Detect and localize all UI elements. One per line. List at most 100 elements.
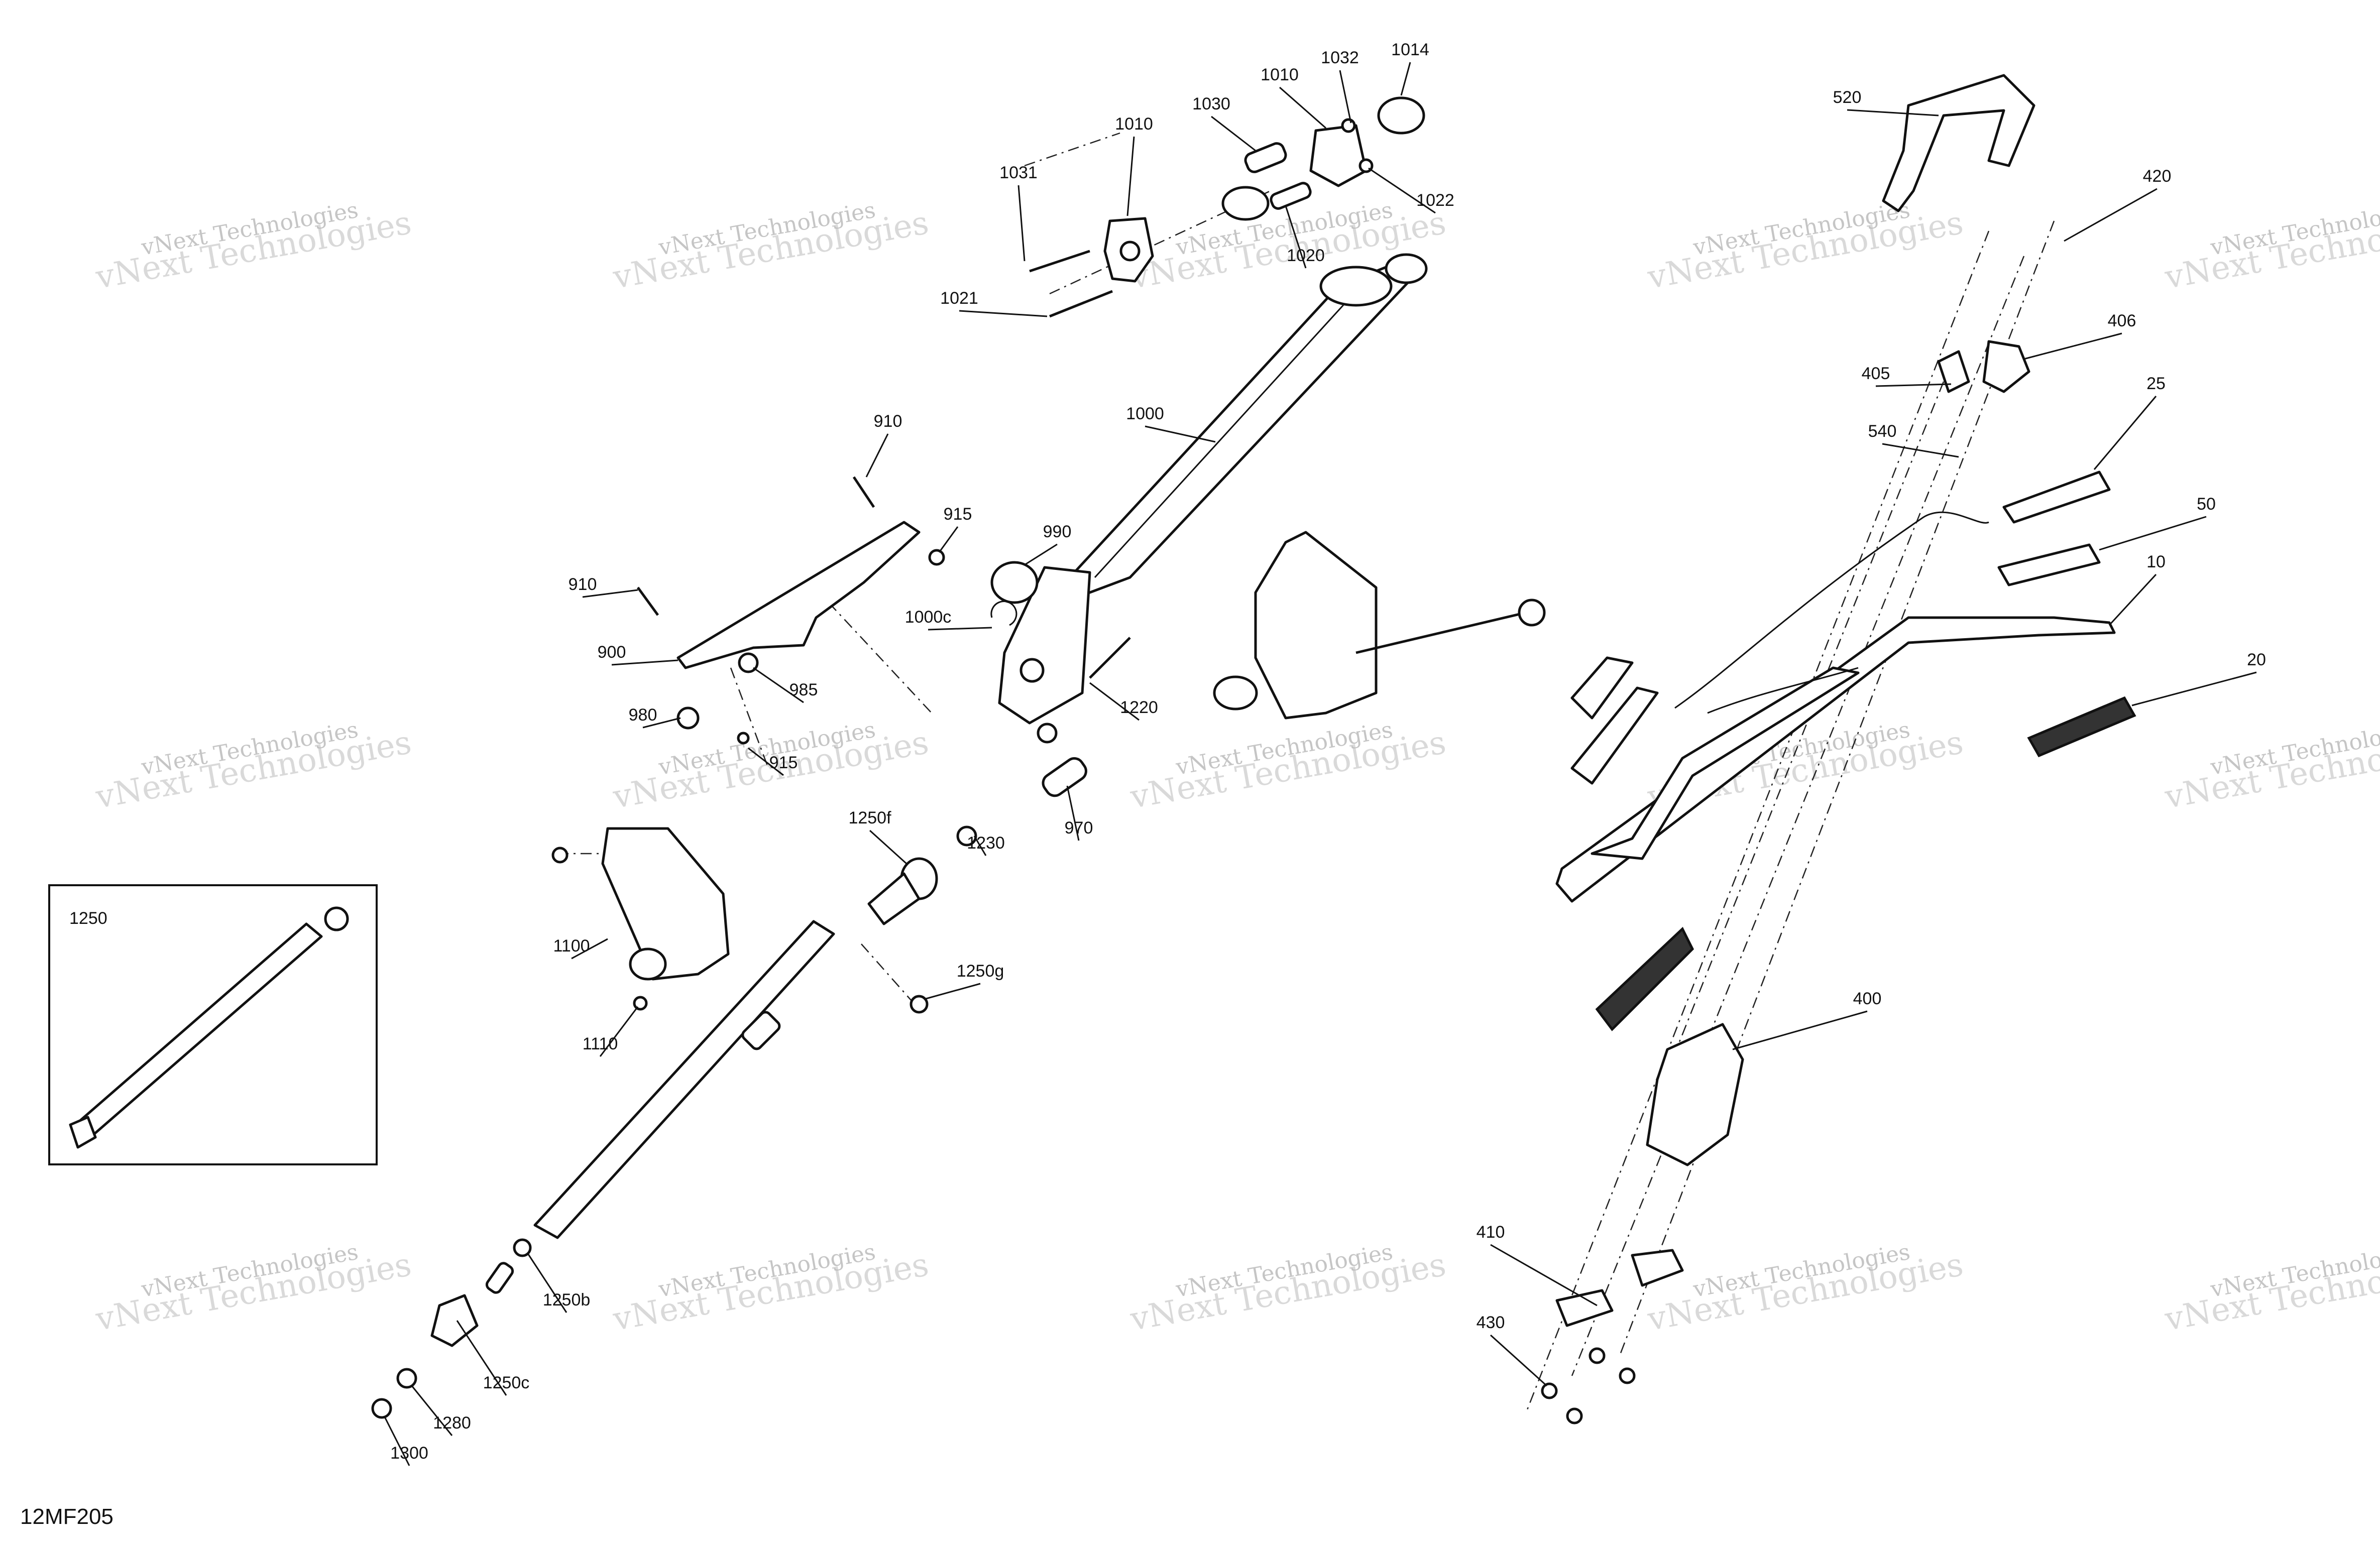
- leader-line: [1017, 185, 1026, 262]
- leader-line: [1490, 1244, 1598, 1307]
- leader-line: [869, 829, 908, 865]
- leader-line: [928, 627, 992, 631]
- callout-10: 10: [2146, 552, 2166, 571]
- callout-980: 980: [629, 705, 657, 725]
- handlebar-assembly: [1541, 74, 2136, 1425]
- callout-1030: 1030: [1192, 94, 1230, 113]
- inset-label: 1250: [69, 909, 107, 928]
- assembly-lines: [557, 132, 2055, 1411]
- leader-line: [1126, 136, 1135, 216]
- leader-line: [411, 1385, 453, 1436]
- callout-1021: 1021: [940, 289, 978, 308]
- callout-leaders: [383, 62, 2257, 1466]
- leader-line: [611, 659, 678, 666]
- callout-1280: 1280: [433, 1413, 471, 1433]
- leader-line: [2064, 188, 2158, 242]
- leader-line: [2108, 573, 2157, 626]
- callout-1250g: 1250g: [957, 962, 1004, 981]
- callout-20: 20: [2247, 650, 2266, 669]
- leader-line: [2093, 396, 2157, 470]
- callout-985: 985: [789, 680, 818, 699]
- leader-line: [1875, 383, 1952, 387]
- leader-line: [571, 938, 608, 960]
- leader-line: [1490, 1334, 1548, 1387]
- callout-1020: 1020: [1287, 246, 1325, 265]
- callout-990: 990: [1043, 522, 1072, 541]
- callout-910: 910: [874, 412, 902, 431]
- cover-assembly: [1213, 531, 1546, 720]
- intermediate-shaft: [371, 857, 938, 1419]
- leader-line: [526, 1252, 568, 1313]
- callout-1000: 1000: [1126, 404, 1164, 423]
- callout-915: 915: [944, 505, 972, 524]
- callout-1032: 1032: [1321, 48, 1359, 67]
- callout-1010: 1010: [1261, 65, 1299, 84]
- leader-line: [1279, 86, 1326, 129]
- callout-410: 410: [1477, 1223, 1505, 1242]
- callout-1250b: 1250b: [543, 1290, 591, 1310]
- callout-910: 910: [569, 575, 597, 594]
- leader-line: [924, 983, 981, 1000]
- leader-line: [748, 747, 784, 776]
- bracket-900: [636, 476, 1131, 847]
- leader-line: [1089, 682, 1140, 721]
- leader-line: [1732, 1010, 1868, 1050]
- leader-line: [753, 667, 804, 703]
- callout-25: 25: [2146, 374, 2166, 393]
- leader-line: [959, 310, 1048, 317]
- callout-1100: 1100: [553, 936, 590, 956]
- leader-line: [2099, 516, 2207, 551]
- steering-column-1000: [998, 253, 1428, 744]
- callout-915: 915: [769, 753, 798, 772]
- callout-540: 540: [1868, 422, 1897, 441]
- leader-line: [1339, 70, 1352, 124]
- leader-line: [938, 526, 959, 553]
- leader-line: [865, 433, 889, 478]
- callout-1250f: 1250f: [848, 808, 891, 827]
- callout-430: 430: [1477, 1313, 1505, 1332]
- leader-line: [2023, 332, 2122, 360]
- callout-1230: 1230: [967, 834, 1005, 853]
- leader-line: [1211, 115, 1256, 152]
- cover-1100: [551, 827, 730, 1011]
- leader-line: [1882, 443, 1959, 458]
- callout-970: 970: [1065, 818, 1093, 838]
- leader-line: [582, 589, 638, 598]
- callout-406: 406: [2108, 311, 2136, 330]
- leader-line: [1285, 205, 1307, 269]
- inset-box-1250: 1250: [48, 884, 378, 1165]
- callout-900: 900: [598, 643, 626, 662]
- callout-400: 400: [1853, 989, 1882, 1008]
- callout-1220: 1220: [1120, 698, 1158, 717]
- callout-1014: 1014: [1391, 40, 1429, 59]
- leader-line: [1145, 425, 1216, 443]
- leader-line: [973, 836, 987, 856]
- callout-405: 405: [1862, 364, 1890, 383]
- leader-line: [1847, 109, 1939, 116]
- leader-line: [1400, 62, 1411, 96]
- leader-line: [2131, 671, 2257, 706]
- leader-line: [1024, 543, 1058, 566]
- callout-1300: 1300: [390, 1444, 428, 1463]
- callout-520: 520: [1833, 88, 1862, 107]
- callout-420: 420: [2143, 167, 2172, 186]
- callout-50: 50: [2197, 495, 2216, 514]
- leader-line: [383, 1415, 410, 1466]
- leader-line: [456, 1320, 507, 1396]
- leader-line: [642, 717, 681, 729]
- callout-1250c: 1250c: [483, 1373, 530, 1392]
